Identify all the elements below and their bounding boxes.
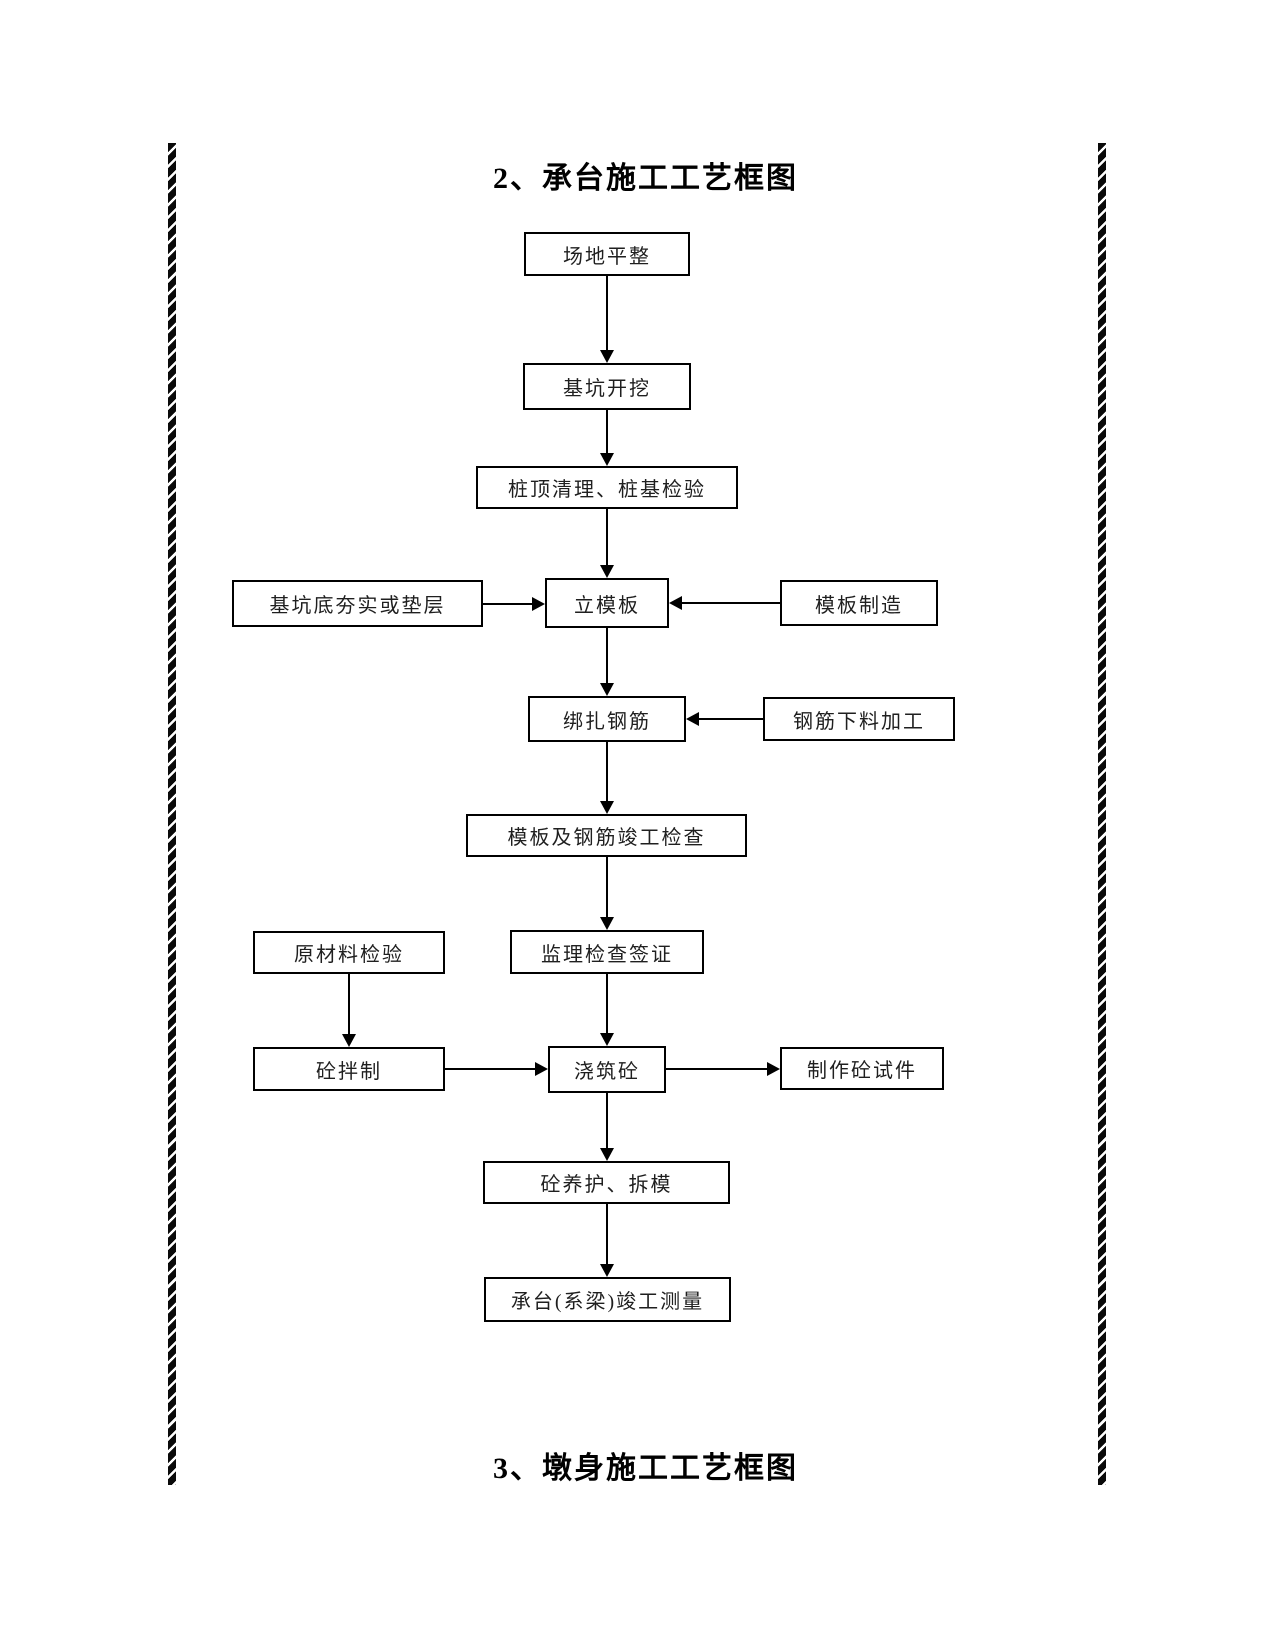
arrow-tie-rebar-to-completion-check [600,742,614,814]
arrow-curing-to-completion-survey [600,1204,614,1277]
flow-node-supervision-check-visa: 监理检查签证 [510,930,704,974]
arrow-concrete-pouring-to-curing [600,1093,614,1161]
flow-node-pit-bottom-compaction: 基坑底夯实或垫层 [232,580,483,627]
flow-node-site-leveling: 场地平整 [524,232,690,276]
arrow-raw-material-inspection-to-concrete-mixing [342,974,356,1047]
flow-node-formwork-fabrication: 模板制造 [780,580,938,626]
flow-node-pit-excavation: 基坑开挖 [523,363,691,410]
arrow-pit-bottom-compaction-to-erect-formwork [483,597,545,611]
arrow-pit-excavation-to-pile-head-cleaning [600,410,614,466]
left-decorative-border [168,143,176,1485]
arrow-site-leveling-to-pit-excavation [600,276,614,363]
arrow-pile-head-cleaning-to-erect-formwork [600,509,614,578]
arrow-formwork-fabrication-to-erect-formwork [669,596,780,610]
flow-node-raw-material-inspection: 原材料检验 [253,931,445,974]
arrow-concrete-mixing-to-concrete-pouring [445,1062,548,1076]
flow-node-curing-and-demolding: 砼养护、拆模 [483,1161,730,1204]
section-2-heading: 2、承台施工工艺框图 [493,162,798,195]
flow-node-concrete-mixing: 砼拌制 [253,1047,445,1091]
flow-node-erect-formwork: 立模板 [545,578,669,628]
arrow-erect-formwork-to-tie-rebar [600,628,614,696]
section-3-heading: 3、墩身施工工艺框图 [493,1452,798,1485]
arrow-completion-check-to-supervision-visa [600,857,614,930]
flow-node-concrete-test-specimen: 制作砼试件 [780,1047,944,1090]
flow-node-tie-rebar: 绑扎钢筋 [528,696,686,742]
flow-node-formwork-rebar-completion-check: 模板及钢筋竣工检查 [466,814,747,857]
flow-node-concrete-pouring: 浇筑砼 [548,1046,666,1093]
arrow-supervision-visa-to-concrete-pouring [600,974,614,1046]
flow-node-completion-survey: 承台(系梁)竣工测量 [484,1277,731,1322]
flow-node-rebar-processing: 钢筋下料加工 [763,697,955,741]
flow-node-pile-head-cleaning: 桩顶清理、桩基检验 [476,466,738,509]
right-decorative-border [1098,143,1106,1485]
arrow-concrete-pouring-to-test-specimen [666,1062,780,1076]
arrow-rebar-processing-to-tie-rebar [686,712,763,726]
